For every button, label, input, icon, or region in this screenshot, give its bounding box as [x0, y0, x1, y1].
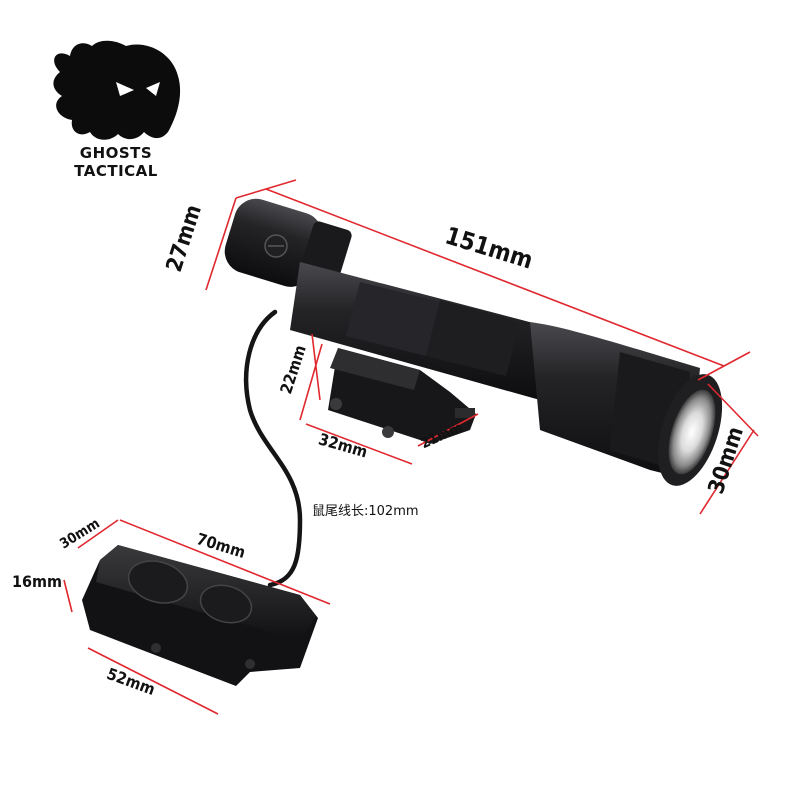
rail-mount [328, 348, 476, 444]
ghost-logo-icon [53, 40, 181, 140]
flashlight [224, 198, 723, 486]
cable [243, 309, 303, 588]
pressure-switch [82, 545, 318, 686]
cable-length-note: 鼠尾线长:102mm [312, 504, 419, 519]
brand-name: GHOSTS TACTICAL [74, 144, 158, 180]
dim-switch-height: 16mm [12, 572, 63, 591]
dimension-lines [63, 179, 759, 715]
